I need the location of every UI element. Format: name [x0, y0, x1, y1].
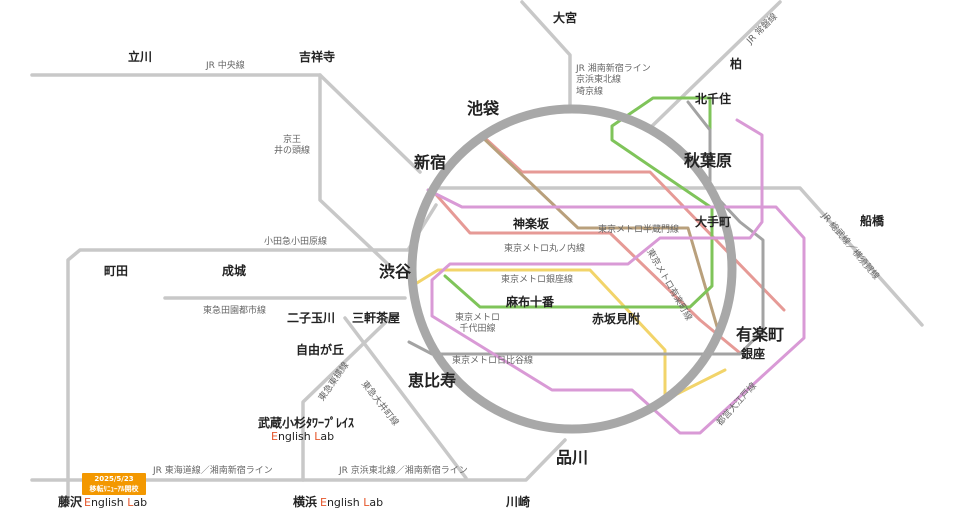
station-yurakucho: 有楽町: [736, 325, 785, 344]
station-funabashi: 船橋: [860, 214, 885, 228]
hanzomon-line: [478, 133, 720, 332]
station-futakotamagawa: 二子玉川: [287, 311, 336, 325]
station-sangenjaya: 三軒茶屋: [352, 311, 401, 325]
station-otemachi: 大手町: [695, 215, 732, 229]
oedo-line: [426, 118, 806, 435]
keio-inokashira-line: [318, 73, 394, 270]
line-label-jr-tokaido: JR 東海道線／湘南新宿ライン: [153, 466, 273, 476]
fujisawa-english-lab[interactable]: English Lab: [84, 496, 148, 509]
jr-tokaido-line: [30, 438, 567, 482]
line-label-jr-shonan: JR 湘南新宿ライン京浜東北線埼京線: [576, 64, 651, 97]
station-ginza: 銀座: [741, 347, 766, 361]
station-kagurazaka: 神楽坂: [513, 217, 550, 231]
jr-joban-line: [646, 0, 782, 132]
station-jiyugaoka: 自由が丘: [296, 343, 345, 357]
line-label-hanzomon: 東京メトロ半蔵門線: [598, 225, 680, 235]
jr-sobu-line: [430, 186, 924, 327]
station-musashikosugi: 武蔵小杉ﾀﾜｰﾌﾟﾚｲｽ: [258, 416, 355, 430]
line-label-odakyu: 小田急小田原線: [264, 237, 328, 247]
line-label-denentoshi: 東急田園都市線: [203, 306, 267, 316]
hibiya-line: [407, 100, 765, 356]
station-kawasaki: 川崎: [506, 495, 531, 509]
jr-omiya-line: [520, 0, 572, 108]
line-label-hibiya: 東京メトロ日比谷線: [452, 356, 534, 366]
toyoko-line: [301, 316, 392, 482]
station-shinagawa: 品川: [556, 448, 589, 467]
line-label-chiyoda: 東京メトロ千代田線: [455, 313, 501, 335]
station-tachikawa: 立川: [128, 50, 153, 64]
yokohama-english-lab[interactable]: English Lab: [320, 496, 384, 509]
station-azabujuban: 麻布十番: [506, 295, 555, 309]
station-machida: 町田: [104, 264, 129, 278]
line-label-marunouchi: 東京メトロ丸ノ内線: [504, 244, 586, 254]
chiyoda-line: [443, 96, 714, 309]
station-ebisu: 恵比寿: [408, 371, 457, 390]
station-ikebukuro: 池袋: [467, 99, 500, 118]
station-kichijoji: 吉祥寺: [299, 50, 336, 64]
yamanote-loop: [407, 104, 737, 434]
station-omiya: 大宮: [553, 11, 578, 25]
marunouchi-line: [430, 137, 786, 355]
relocation-badge: 2025/5/23 移転ﾘﾆｭｰｱﾙ開校: [82, 473, 146, 495]
jr-chuo-line: [30, 73, 422, 174]
station-shibuya: 渋谷: [379, 262, 412, 281]
line-label-keio: 京王井の頭線: [274, 135, 311, 157]
line-label-jr-keihin: JR 京浜東北線／湘南新宿ライン: [339, 466, 468, 476]
line-label-ginza: 東京メトロ銀座線: [501, 275, 574, 285]
station-yokohama: 横浜: [293, 495, 318, 509]
musashikosugi-english-lab[interactable]: English Lab: [271, 430, 335, 443]
station-kashiwa: 柏: [730, 57, 743, 71]
station-akihabara: 秋葉原: [684, 151, 733, 170]
odakyu-line: [66, 203, 438, 502]
station-seijo: 成城: [222, 264, 247, 278]
station-akasakamitsuke: 赤坂見附: [592, 312, 641, 326]
station-shinjuku: 新宿: [414, 153, 447, 172]
line-label-jr-chuo: JR 中央線: [206, 61, 245, 71]
oimachi-line: [343, 316, 468, 480]
station-kitasenju: 北千住: [695, 92, 732, 106]
station-fujisawa: 藤沢: [58, 495, 83, 509]
